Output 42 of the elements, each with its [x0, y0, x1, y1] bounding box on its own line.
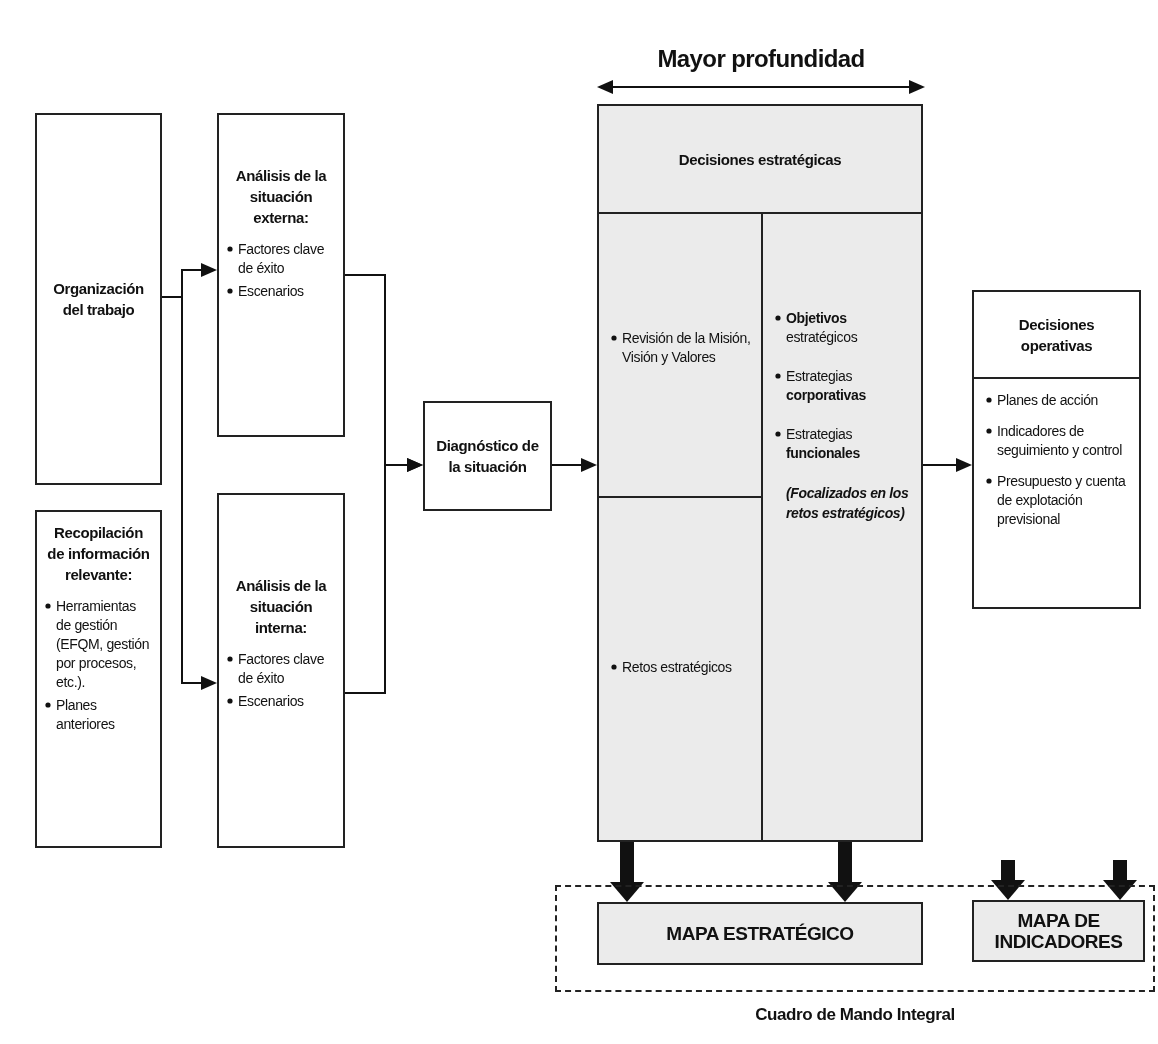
group-caption: Cuadro de Mando Integral [755, 1004, 955, 1025]
bullet-item: Factores clave de éxito [238, 650, 326, 688]
process-box [217, 113, 345, 437]
box-heading: Análisis de la situación interna: [234, 576, 328, 638]
box-heading: Análisis de la situación externa: [234, 166, 328, 228]
map-box [597, 902, 923, 965]
band-heading: Decisiones estratégicas [678, 149, 842, 170]
map-box [972, 900, 1145, 962]
arrow [161, 296, 217, 690]
arrow [551, 458, 597, 472]
process-box [972, 290, 1141, 609]
bullet-item: Estrategias funcionales [786, 425, 861, 463]
process-box [35, 113, 162, 485]
block-arrow [1103, 860, 1137, 900]
process-box [35, 510, 162, 848]
bullet-item: Estrategias corporativas [786, 367, 867, 405]
panel-section [599, 212, 763, 498]
bullet-item: Escenarios [238, 692, 304, 711]
dimension-label: Mayor profundidad [657, 44, 865, 74]
map-title: MAPA DE INDICADORES [993, 910, 1124, 952]
decision-panel [597, 104, 923, 842]
bullet-item: Planes anteriores [56, 696, 116, 734]
bullet-item: Escenarios [238, 282, 304, 301]
process-box [217, 493, 345, 848]
block-arrow [991, 860, 1025, 900]
band-heading: Decisiones operativas [1017, 314, 1096, 356]
bullet-item: Planes de acción [997, 391, 1099, 410]
box-heading: Recopilación de información relevante: [46, 523, 151, 585]
map-title: MAPA ESTRATÉGICO [666, 923, 854, 944]
bullet-item: Objetivos estratégicos [786, 309, 859, 347]
note-text: (Focalizados en los retos estratégicos) [785, 484, 910, 523]
process-box [423, 401, 552, 511]
box-heading: Organización del trabajo [52, 279, 145, 320]
arrow [922, 458, 972, 472]
arrow [344, 458, 423, 694]
box-heading: Diagnóstico de la situación [435, 436, 540, 477]
bullet-item: Retos estratégicos [622, 658, 732, 677]
bullet-item: Factores clave de éxito [238, 240, 326, 278]
bullet-item: Revisión de la Misión, Visión y Valores [622, 329, 752, 367]
bullet-item: Indicadores de seguimiento y control [997, 422, 1123, 460]
bullet-item: Presupuesto y cuenta de explotación previsional [997, 472, 1127, 529]
bullet-item: Herramientas de gestión (EFQM, gestión por procesos, etc.). [56, 597, 151, 692]
